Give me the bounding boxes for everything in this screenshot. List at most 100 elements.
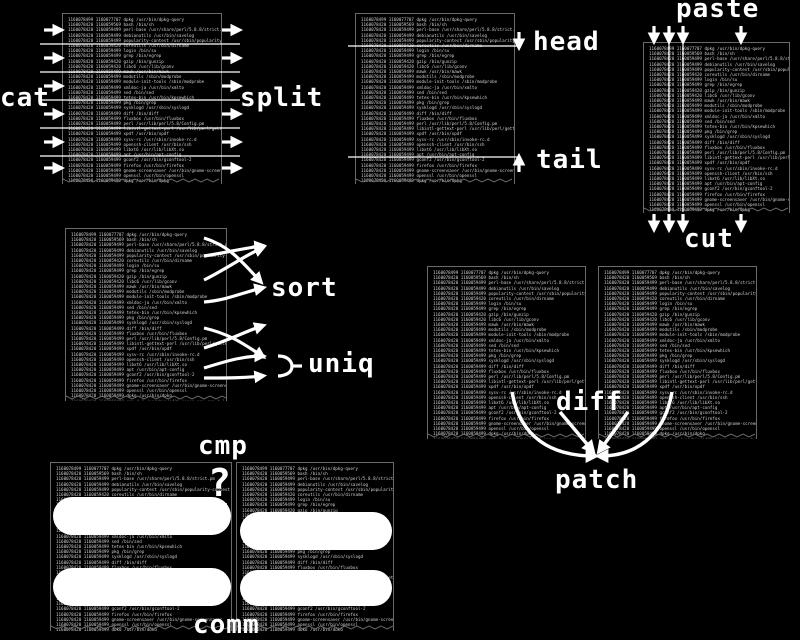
file-line: 1160078420 1160059499 popularity-contest… — [56, 486, 230, 492]
file-line: 1160078420 1160059499 xmldoc-ja /usr/bin… — [649, 113, 765, 119]
cut-arrows — [647, 214, 748, 234]
file-line: 1160078420 1160059499 cpp-4.1 /usr/bin/i… — [71, 398, 225, 402]
file-line: 1160078420 1160059499 libxt6 /usr/lib/li… — [649, 176, 765, 182]
file-line: 1160078420 1160059499 gnome-screensaver … — [71, 382, 227, 388]
file-line: 1160078499 1160077707 dpkg /usr/bin/dpkg… — [242, 466, 358, 471]
file-line: 1160078420 1160059499 openssl /usr/bin/o… — [361, 173, 477, 179]
file-line: 1160078420 1160059499 dpkg /usr/bin/dpkg — [433, 431, 534, 437]
file-line: 1160078420 1160059569 bash /bin/sh — [71, 237, 157, 243]
file-line: 1160078420 1160059499 popularity-contest… — [71, 252, 227, 258]
file-line: 1160078420 1160059569 bash /bin/sh — [242, 471, 328, 477]
file-line: 1160078420 1160059420 gzip /bin/gunzip — [242, 507, 338, 513]
file-line: 1160078420 1160059569 bash /bin/sh — [56, 471, 142, 477]
comm-unique-block-a2 — [53, 568, 231, 606]
torn-edge — [63, 178, 220, 183]
file-line: 1160078420 1160059499 sysklogd /usr/sbin… — [649, 134, 771, 140]
file-line: 1160078420 1160059499 perl-base /usr/sha… — [68, 27, 222, 33]
file-line: 1160078420 1160059499 gconf2 /usr/bin/gc… — [433, 410, 557, 416]
file-line: 1160078420 1160059499 debianutils /usr/b… — [56, 481, 183, 487]
file-line: 1160078420 1160059499 firefox /usr/bin/f… — [242, 611, 358, 617]
file-line: 1160078420 1160059499 grep /bin/egrep — [361, 53, 455, 59]
file-line: 1160078420 1160059499 login /bin/su — [242, 497, 331, 503]
file-line: 1160078420 1160059499 pkg /bin/grep — [56, 549, 145, 555]
file-line: 1160078420 1160059499 openssh-client /us… — [71, 356, 195, 362]
file-line: 1160078420 1160059499 fluxbox /usr/bin/f… — [649, 144, 765, 150]
file-line: 1160078420 1160059499 debianutils /usr/b… — [71, 247, 198, 253]
file-line: 1160078420 1160059499 fluxbox /usr/bin/f… — [56, 565, 226, 570]
file-line: 1160078420 1160059499 debianutils /usr/b… — [433, 285, 560, 291]
file-line: 1160078420 1160059499 gconf2 /usr/bin/gc… — [361, 157, 485, 163]
file-line: 1160078420 1160059499 gnome-screensaver … — [242, 616, 394, 622]
file-line: 1160078420 1160059499 modutils /sbin/mod… — [68, 74, 182, 80]
file-line: 1160078420 1160059499 openssl /usr/bin/o… — [649, 202, 765, 208]
file-line: 1160078420 1160059499 grep /bin/egrep — [649, 82, 743, 88]
file-line: 1160078420 1160059499 gconf2 /usr/bin/gc… — [242, 606, 366, 612]
file-line: 1160078420 1160059420 gzip /bin/gunzip — [649, 87, 745, 93]
file-line: 1160078420 1160059499 perl-base /usr/sha… — [361, 27, 515, 33]
cat-arrows — [44, 23, 66, 175]
tail-label: tail — [536, 145, 603, 175]
file-line: 1160078420 1160059499 sed /bin/sed — [649, 118, 735, 124]
file-line: 1160078420 1160059499 module-init-tools … — [649, 108, 786, 114]
file-line: 1160078420 1160059499 openssh-client /us… — [433, 394, 557, 400]
file-line: 1160078420 1160059499 sed /bin/sed — [56, 538, 142, 544]
diff-label: diff — [556, 387, 623, 417]
file-line: 1160078420 1160059499 openssl /usr/bin/o… — [56, 622, 172, 628]
file-line: 1160078420 1160059499 diff /bin/diff — [68, 110, 159, 116]
file-line: 1160078420 1160059499 xpdf /usr/bin/xpdf — [361, 131, 462, 137]
file-line: 1160078420 1160059499 tetex-bin /usr/bin… — [361, 95, 488, 101]
file-line: 1160078420 1160059499 openssl /usr/bin/o… — [71, 388, 187, 394]
file-lines: 1160078499 1160077707 dpkg /usr/bin/dpkg… — [644, 43, 789, 213]
file-line: 1160078420 1160059499 login /bin/su — [361, 48, 450, 54]
file-line: 1160078420 1160059499 xpdf /usr/bin/xpdf — [68, 131, 169, 137]
torn-edge — [644, 207, 789, 212]
file-line: 1160078420 1160059420 gzip /bin/gunzip — [71, 273, 167, 279]
file-line: 1160078420 1160059499 login /bin/su — [68, 48, 157, 54]
file-line: 1160078420 1160059499 popularity-contest… — [604, 290, 756, 296]
split-label: split — [240, 83, 324, 113]
file-line: 1160078420 1160059499 apt /usr/bin/apt-c… — [604, 405, 718, 411]
file-line: 1160078420 1160059499 popularity-contest… — [242, 486, 394, 492]
file-line: 1160078420 1160059499 openssl /usr/bin/o… — [242, 622, 358, 628]
file-line: 1160078420 1160059499 login /bin/su — [604, 301, 693, 307]
comm-unique-block-b2 — [240, 570, 392, 606]
file-line: 1160078420 1160059499 fluxbox /usr/bin/f… — [433, 368, 549, 374]
uniq-arrows — [203, 322, 302, 384]
file-line: 1160078420 1160059499 mawk /usr/bin/mawk — [604, 322, 705, 328]
file-line: 1160078420 1160059420 coreutils /usr/bin… — [242, 492, 364, 498]
file-line: 1160078420 1160059420 libc6 /usr/lib/gco… — [604, 316, 710, 322]
file-line: 1160078420 1160059499 perl-base /usr/sha… — [71, 242, 227, 248]
split-lines — [40, 42, 684, 212]
file-line: 1160078420 1160059499 fluxbox /usr/bin/f… — [361, 115, 477, 121]
file-line: 1160078420 1160059499 gconf2 /usr/bin/gc… — [71, 372, 195, 378]
file-line: 1160078420 1160059499 firefox /usr/bin/f… — [71, 377, 187, 383]
file-line: 1160078420 1160059499 modutils /sbin/mod… — [361, 74, 475, 80]
file-line: 1160078420 1160059499 mawk /usr/bin/mawk — [71, 284, 172, 290]
file-line: 1160078420 1160059499 xmldoc-ja /usr/bin… — [433, 337, 549, 343]
file-line: 1160078420 1160059499 pkg /bin/grep — [68, 100, 157, 106]
file-line: 1160078420 1160059499 diff /bin/diff — [56, 559, 147, 565]
file-line: 1160078420 1160059420 libc6 /usr/lib/gco… — [71, 278, 177, 284]
file-line: 1160078420 1160059499 xpdf /usr/bin/xpdf — [71, 346, 172, 352]
file-line: 1160078420 1160059499 cpp-4.1 /usr/bin/i… — [649, 213, 789, 214]
cmp-label: cmp — [198, 431, 248, 461]
sort-label: sort — [271, 273, 338, 303]
file-line: 1160078420 1160059499 sysv-rc /usr/sbin/… — [433, 389, 562, 395]
file-line: 1160078420 1160059420 coreutils /usr/bin… — [649, 72, 771, 78]
file-line: 1160078420 1160059499 apt /usr/bin/apt-c… — [649, 181, 763, 187]
file-line: 1160078420 1160059499 popularity-contest… — [433, 290, 585, 296]
file-line: 1160078420 1160059499 module-init-tools … — [361, 79, 498, 85]
file-line: 1160078420 1160059499 pkg /bin/grep — [242, 549, 331, 555]
file-line: 1160078420 1160059499 firefox /usr/bin/f… — [649, 191, 765, 197]
file-line: 1160078420 1160059499 pkg /bin/grep — [71, 315, 160, 321]
file-line: 1160078420 1160059499 libxt6 /usr/lib/li… — [71, 362, 187, 368]
file-line: 1160078420 1160059569 bash /bin/sh — [68, 22, 154, 28]
file-line: 1160078420 1160059499 debianutils /usr/b… — [604, 285, 731, 291]
file-line: 1160078420 1160059499 grep /bin/egrep — [242, 502, 336, 508]
file-line: 1160078420 1160059499 libxt6 /usr/lib/li… — [604, 400, 720, 406]
file-line: 1160078420 1160059499 gnome-screensaver … — [68, 167, 222, 173]
file-line: 1160078420 1160059569 bash /bin/sh — [604, 275, 690, 281]
file-line: 1160078420 1160059499 gconf2 /usr/bin/gc… — [68, 157, 192, 163]
file-line: 1160078420 1160059499 modutils /sbin/mod… — [433, 327, 547, 333]
file-line: 1160078420 1160059499 libxt6 /usr/lib/li… — [361, 147, 477, 153]
